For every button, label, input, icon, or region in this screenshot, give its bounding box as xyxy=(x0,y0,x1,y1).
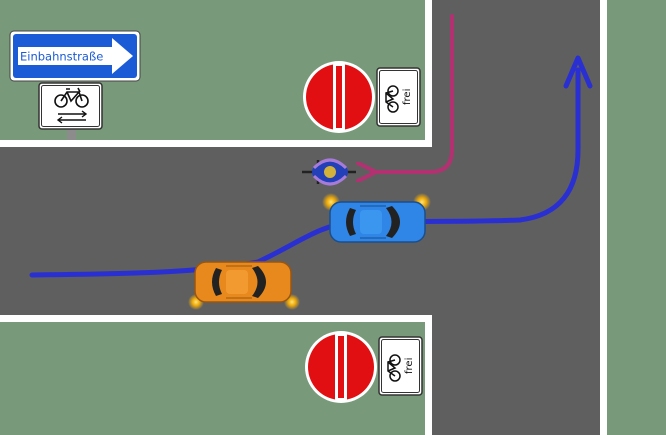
oneway-sign: Einbahnstraße xyxy=(9,30,141,140)
arrow-right-icon xyxy=(18,38,133,74)
two-way-arrows-icon xyxy=(56,110,88,124)
bicycle-frei-plate-top: frei xyxy=(376,67,421,127)
cyclist xyxy=(302,158,356,186)
frei-text-bottom: frei xyxy=(404,358,415,374)
no-entry-sign-bottom xyxy=(305,331,377,403)
bicycle-two-way-plate xyxy=(38,82,103,130)
curbs xyxy=(0,0,607,435)
oneway-sign-label: Einbahnstraße xyxy=(20,50,103,64)
cyclist-path xyxy=(372,14,454,172)
arrow-up-icon xyxy=(563,55,593,89)
orange-car xyxy=(188,261,300,310)
bicycle-icon xyxy=(385,85,399,113)
frei-text-top: frei xyxy=(402,89,413,105)
no-entry-sign-top xyxy=(303,61,375,133)
bicycle-icon xyxy=(54,87,89,108)
bicycle-icon xyxy=(387,354,401,382)
blue-car xyxy=(322,193,431,243)
bicycle-frei-plate-bottom: frei xyxy=(378,336,423,396)
